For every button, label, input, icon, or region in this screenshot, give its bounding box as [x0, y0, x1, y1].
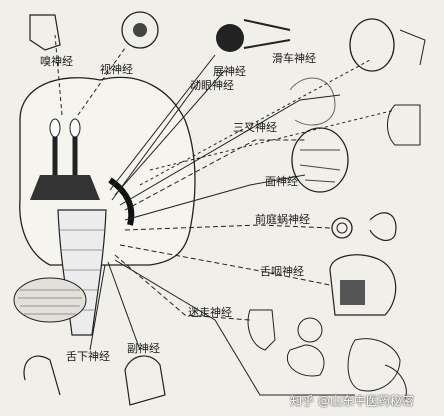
label-abducens-nerve: 展神经 — [213, 65, 246, 78]
label-glossopharyngeal-nerve: 舌咽神经 — [260, 265, 304, 278]
lungs-icon — [287, 344, 325, 377]
stomach-icon — [347, 338, 401, 392]
larynx-icon — [247, 309, 276, 351]
watermark: 知乎 @山东中医药秘密 — [290, 394, 414, 408]
olfactory-bulb-left — [49, 118, 61, 138]
eye-icon — [121, 11, 159, 49]
semicircular-canals-icon — [369, 212, 397, 242]
face-profile-icon — [289, 77, 336, 126]
nose-icon — [29, 14, 61, 51]
brain-outline — [19, 76, 196, 266]
label-facial-nerve: 面神经 — [265, 175, 298, 188]
mouth-icon — [387, 104, 421, 146]
olfactory-tracts — [52, 127, 78, 183]
tongue-pharynx-icon — [340, 280, 365, 305]
label-trigeminal-nerve: 三叉神经 — [233, 121, 277, 134]
label-hypoglossal-nerve: 舌下神经 — [66, 350, 110, 363]
label-vagus-nerve: 迷走神经 — [188, 306, 232, 319]
skull-icon — [349, 18, 395, 72]
eye-pupil-icon — [133, 23, 147, 37]
cochlea-inner-icon — [336, 222, 348, 234]
label-olfactory-nerve: 嗅神经 — [40, 55, 73, 68]
label-vestibulocochlear-nerve: 前庭蜗神经 — [255, 213, 310, 226]
optic-chiasm — [30, 175, 100, 200]
head-throat-icon — [329, 254, 397, 316]
label-optic-nerve: 视神经 — [100, 63, 133, 76]
face-muscles-icon — [291, 127, 349, 193]
eyeball-muscles-icon — [216, 24, 244, 52]
cerebellum-folia — [18, 289, 82, 315]
skull-jaw-icon — [399, 29, 426, 66]
face-muscle-lines — [299, 149, 341, 183]
tongue-head-icon — [23, 355, 61, 396]
intestine-icon — [384, 364, 407, 401]
cochlea-icon — [331, 217, 353, 239]
neck-shoulder-icon — [124, 355, 166, 406]
cerebellum — [13, 277, 87, 323]
label-oculomotor-nerve: 动眼神经 — [190, 79, 234, 92]
olfactory-bulb-right — [69, 118, 81, 138]
nerve-paths — [54, 34, 396, 396]
heart-icon — [297, 317, 323, 343]
brainstem-lines — [60, 229, 104, 311]
eye-muscles-icon — [243, 19, 291, 49]
label-trochlear-nerve: 滑车神经 — [272, 52, 316, 65]
trigeminal-ganglion — [108, 177, 135, 226]
label-accessory-nerve: 副神经 — [127, 342, 160, 355]
